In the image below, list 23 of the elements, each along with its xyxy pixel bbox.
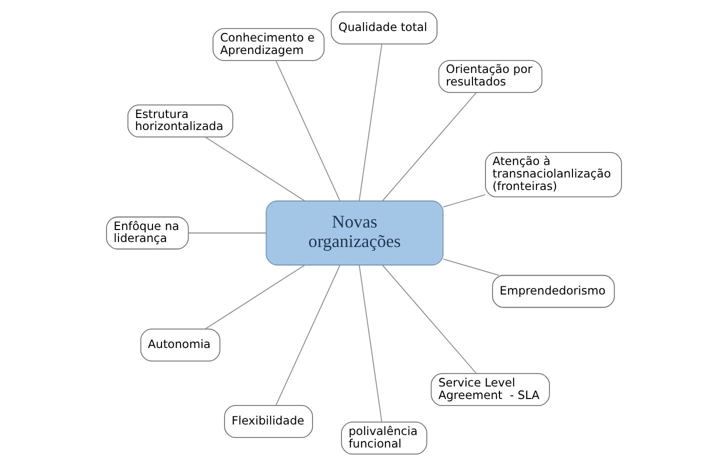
node-box: Flexibilidade — [224, 405, 313, 438]
node-box: Novas organizações — [266, 200, 444, 266]
node-box: Enfôque na liderança — [106, 216, 189, 250]
connector — [358, 264, 382, 423]
node-box: Conhecimento e Aprendizagem — [212, 28, 325, 61]
connector — [442, 194, 486, 208]
node-box: polivalência funcional — [341, 422, 428, 455]
node-box: Qualidade total — [330, 11, 438, 44]
connector — [188, 232, 267, 234]
node-box: Orientação por resultados — [438, 60, 542, 93]
connector — [382, 92, 477, 202]
connector — [358, 43, 382, 202]
node-box: Emprendedorismo — [492, 274, 615, 308]
connector — [275, 60, 340, 202]
connector — [204, 136, 306, 202]
node-box: Estrutura horizontalizada — [127, 104, 234, 138]
connector — [382, 264, 477, 374]
node-box: Autonomia — [140, 328, 220, 362]
connector — [442, 258, 500, 276]
node-box: Atenção à transnaciolanlização (fronteiras) — [485, 152, 622, 198]
node-box: Service Level Agreement - SLA — [430, 373, 550, 406]
connector — [204, 264, 306, 330]
connector — [275, 264, 340, 406]
